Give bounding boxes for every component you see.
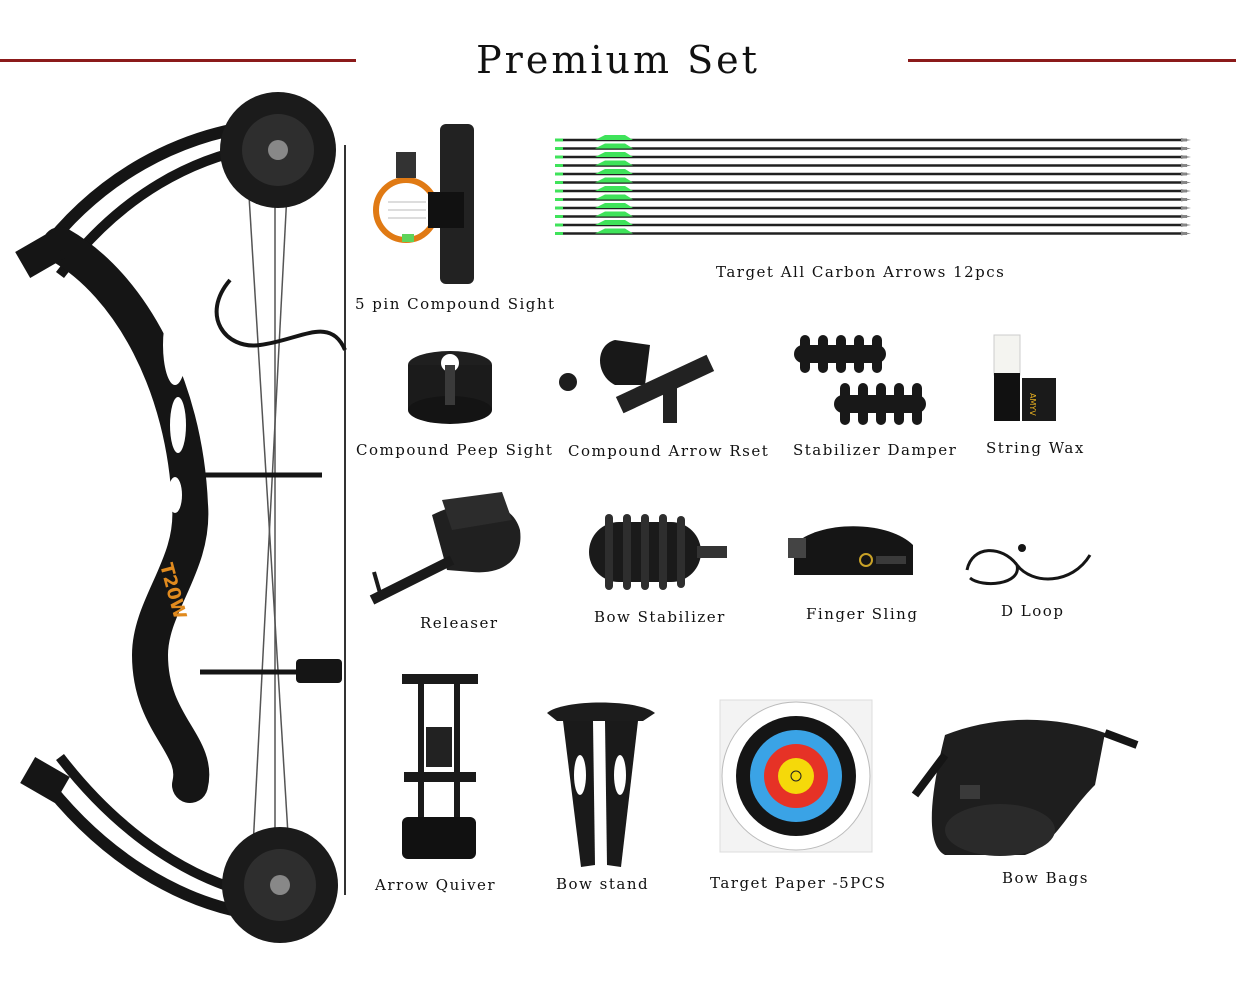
arrow-5 <box>555 169 1191 176</box>
arrow-1 <box>555 135 1191 142</box>
releaser-label: Releaser <box>420 614 499 632</box>
sight-icon <box>373 124 474 284</box>
arrow-12 <box>555 228 1191 236</box>
arrow-2 <box>555 143 1191 151</box>
arrow-rest-icon <box>559 340 715 423</box>
stabilizer-icon <box>589 514 727 590</box>
finger-sling-label: Finger Sling <box>806 605 919 623</box>
quiver-icon <box>402 674 478 859</box>
damper-icon <box>794 335 926 425</box>
arrow-10 <box>555 211 1191 219</box>
d-loop-icon <box>965 544 1092 586</box>
bow-bag-icon <box>911 719 1139 856</box>
page-title: Premium Set <box>476 38 760 82</box>
peep-sight-icon <box>408 351 492 424</box>
arrow-7 <box>555 186 1191 193</box>
sight-label: 5 pin Compound Sight <box>355 295 556 313</box>
arrow-11 <box>555 220 1191 227</box>
bow-stand-label: Bow stand <box>556 875 650 893</box>
compound-bow-image: T20W <box>15 92 347 943</box>
stabilizer-label: Bow Stabilizer <box>594 608 726 626</box>
arrows-icon <box>555 135 1191 236</box>
arrow-rest-label: Compound Arrow Rset <box>568 442 770 460</box>
bow-stand-icon <box>547 702 655 867</box>
right-rule <box>908 59 1236 62</box>
quiver-label: Arrow Quiver <box>375 876 497 894</box>
string-wax-label: String Wax <box>986 439 1085 457</box>
d-loop-label: D Loop <box>1001 602 1065 620</box>
arrow-8 <box>555 194 1191 202</box>
releaser-icon <box>369 492 521 605</box>
target-paper-icon <box>719 699 873 853</box>
finger-sling-icon <box>788 526 913 575</box>
target-paper-label: Target Paper -5PCS <box>710 874 887 892</box>
arrows-label: Target All Carbon Arrows 12pcs <box>716 263 1006 281</box>
peep-sight-label: Compound Peep Sight <box>356 441 554 459</box>
arrow-4 <box>555 160 1191 168</box>
arrow-3 <box>555 152 1191 159</box>
left-rule <box>0 59 356 62</box>
damper-label: Stabilizer Damper <box>793 441 958 459</box>
wax-brand-text: AMYV <box>1028 393 1037 416</box>
arrow-6 <box>555 177 1191 185</box>
string-wax-icon: AMYV <box>993 334 1056 421</box>
arrow-9 <box>555 203 1191 210</box>
bow-bags-label: Bow Bags <box>1002 869 1089 887</box>
